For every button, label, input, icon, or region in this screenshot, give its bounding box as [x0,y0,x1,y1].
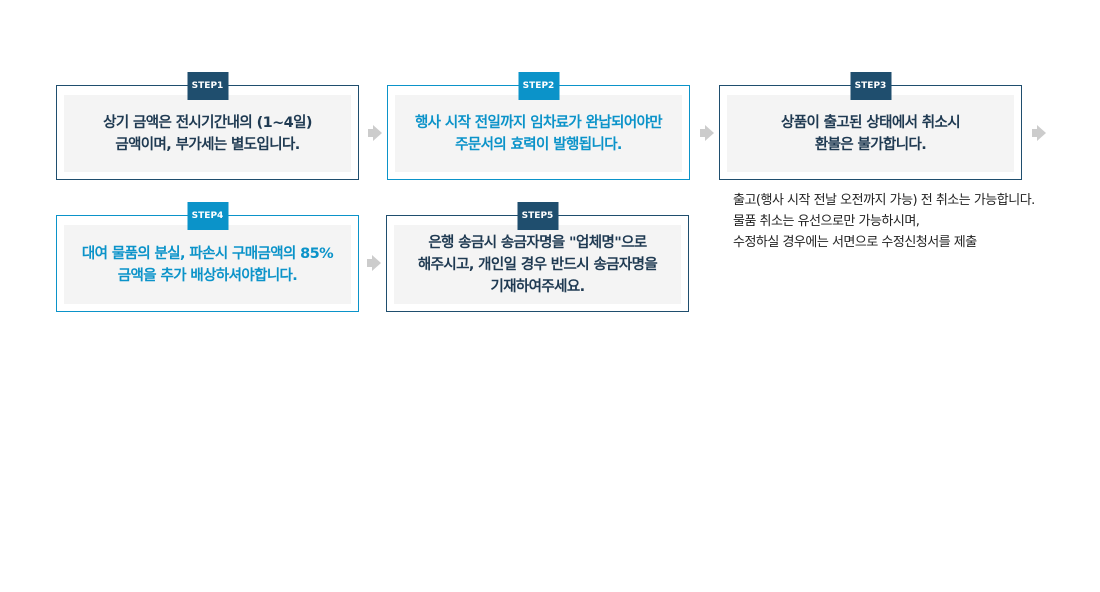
step1-line1: 상기 금액은 전시기간내의 (1~4일) [103,114,312,131]
step4-line2: 금액을 추가 배상하셔야합니다. [117,267,298,284]
step2-badge: STEP2 [518,72,559,100]
step2-line2: 주문서의 효력이 발행됩니다. [455,136,622,153]
step1-card: STEP1 상기 금액은 전시기간내의 (1~4일) 금액이며, 부가세는 별도입… [56,72,359,180]
step4-card: STEP4 대여 물품의 분실, 파손시 구매금액의 85% 금액을 추가 배상하… [56,202,359,312]
arrow-right-icon [367,255,381,271]
arrow-right-icon [368,125,382,141]
step1-badge: STEP1 [187,72,228,100]
step1-line2: 금액이며, 부가세는 별도입니다. [115,136,300,153]
step3-line2: 환불은 불가합니다. [814,136,927,153]
step2-line1: 행사 시작 전일까지 임차료가 완납되어야만 [414,114,663,131]
step5-badge: STEP5 [517,202,558,230]
step5-line2: 해주시고, 개인일 경우 반드시 송금자명을 [417,256,658,273]
arrow-right-icon [1032,125,1046,141]
step5-line3: 기재하여주세요. [490,278,585,295]
arrow-right-icon [700,125,714,141]
cancellation-note: 출고(행사 시작 전날 오전까지 가능) 전 취소는 가능합니다. 물품 취소는… [733,190,1035,253]
step3-badge: STEP3 [850,72,891,100]
note-line1: 출고(행사 시작 전날 오전까지 가능) 전 취소는 가능합니다. [733,193,1035,208]
step4-line1: 대여 물품의 분실, 파손시 구매금액의 85% [81,245,334,262]
step4-badge: STEP4 [187,202,228,230]
step3-line1: 상품이 출고된 상태에서 취소시 [781,114,961,131]
note-line2: 물품 취소는 유선으로만 가능하시며, [733,214,920,229]
note-line3: 수정하실 경우에는 서면으로 수정신청서를 제출 [733,235,977,250]
step5-line1: 은행 송금시 송금자명을 "업체명"으로 [428,234,647,251]
